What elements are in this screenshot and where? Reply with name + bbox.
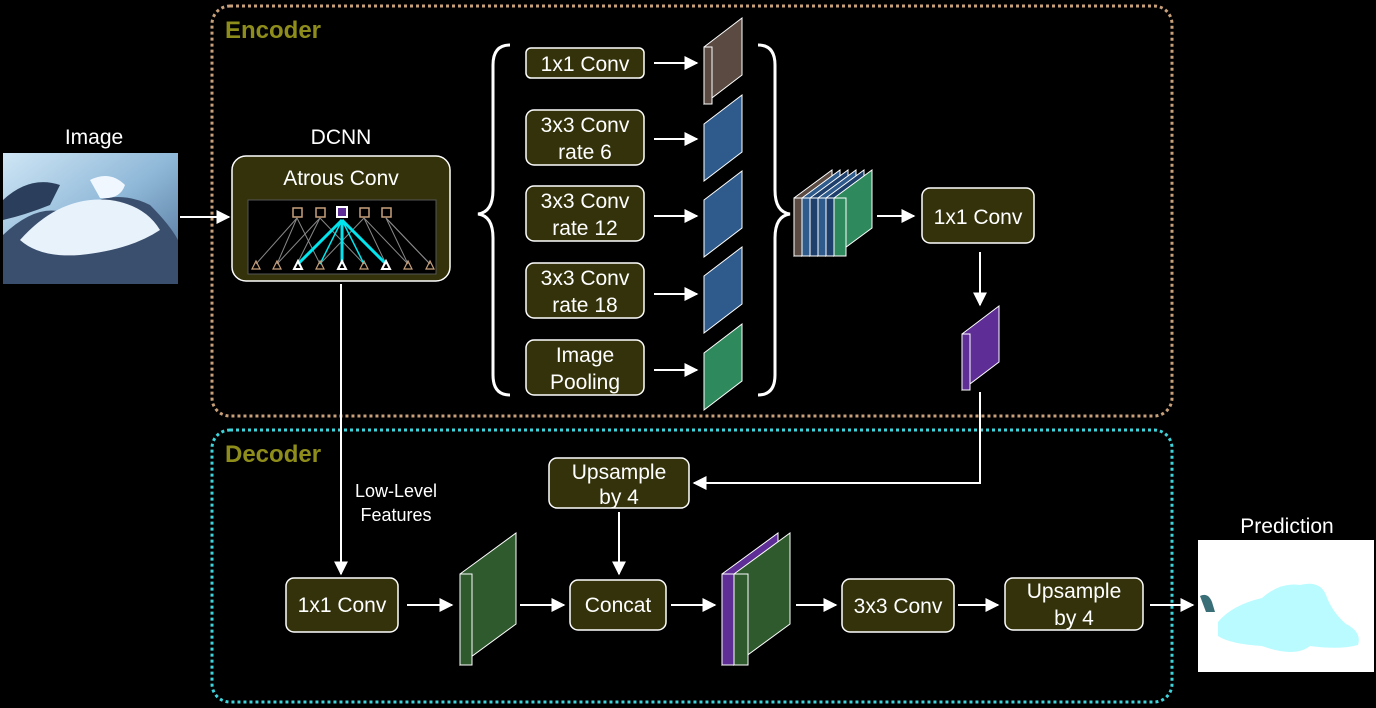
prediction-label: Prediction	[1240, 515, 1333, 538]
aspp-right-brace	[757, 43, 791, 397]
fuse-conv-label: 1x1 Conv	[934, 206, 1023, 229]
atrous-conv-label: Atrous Conv	[283, 167, 399, 190]
input-label: Image	[65, 126, 123, 149]
aspp-branch-rate12: 3x3 Conv rate 12	[525, 185, 645, 242]
low-level-line2: Features	[360, 505, 431, 525]
decoder-1x1-label: 1x1 Conv	[298, 594, 387, 617]
aspp-branch-pooling: Image Pooling	[525, 339, 645, 396]
branch-rate6-line1: 3x3 Conv	[541, 114, 630, 137]
upsample2-box	[1004, 577, 1144, 631]
branch-rate12-line2: rate 12	[552, 217, 617, 240]
branch-pooling-line1: Image	[556, 344, 614, 367]
feature-map-pooling	[703, 322, 743, 412]
encoder-region	[210, 4, 1174, 418]
atrous-conv-illustration	[247, 199, 437, 275]
branch-rate12-line1: 3x3 Conv	[541, 190, 630, 213]
feature-map-1x1	[703, 16, 743, 106]
concat-box	[569, 579, 667, 631]
branch-pooling-line2: Pooling	[550, 371, 620, 394]
low-level-line1: Low-Level	[355, 481, 437, 501]
feature-map-rate18	[703, 245, 743, 335]
low-level-feature	[459, 532, 517, 666]
branch-arrows	[654, 56, 699, 377]
decoder-3x3-box	[841, 578, 955, 633]
feature-map-rate6	[703, 93, 743, 183]
upsample2-line2: by 4	[1054, 607, 1094, 630]
decoder-title: Decoder	[225, 441, 321, 468]
aspp-branch-rate18: 3x3 Conv rate 18	[525, 262, 645, 319]
input-image	[3, 153, 178, 284]
branch-rate6-line2: rate 6	[558, 141, 612, 164]
branch-rate18-line1: 3x3 Conv	[541, 267, 630, 290]
fuse-conv-box	[921, 187, 1035, 244]
upsample1-line2: by 4	[599, 486, 639, 509]
upsample1-box	[548, 457, 690, 509]
branch-rate18-line2: rate 18	[552, 294, 617, 317]
decoder-concat-stack	[721, 532, 791, 666]
aspp-left-brace	[477, 43, 511, 397]
dcnn-label: DCNN	[311, 126, 372, 149]
concat-label: Concat	[585, 594, 652, 617]
aspp-branch-rate6: 3x3 Conv rate 6	[525, 109, 645, 166]
upsample1-line1: Upsample	[572, 461, 667, 484]
upsample2-line1: Upsample	[1027, 580, 1122, 603]
prediction-image	[1198, 540, 1374, 672]
aspp-concat-stack	[793, 169, 873, 257]
decoder-3x3-label: 3x3 Conv	[854, 595, 943, 618]
arrow-encoder-to-upsample	[692, 392, 981, 490]
decoder-1x1-box	[285, 577, 399, 633]
aspp-branch-1x1: 1x1 Conv	[525, 47, 645, 79]
encoder-output-feature	[961, 304, 1000, 392]
feature-map-rate12	[703, 169, 743, 259]
branch-1x1-label: 1x1 Conv	[541, 53, 630, 76]
encoder-title: Encoder	[225, 17, 321, 44]
decoder-region	[210, 428, 1174, 704]
